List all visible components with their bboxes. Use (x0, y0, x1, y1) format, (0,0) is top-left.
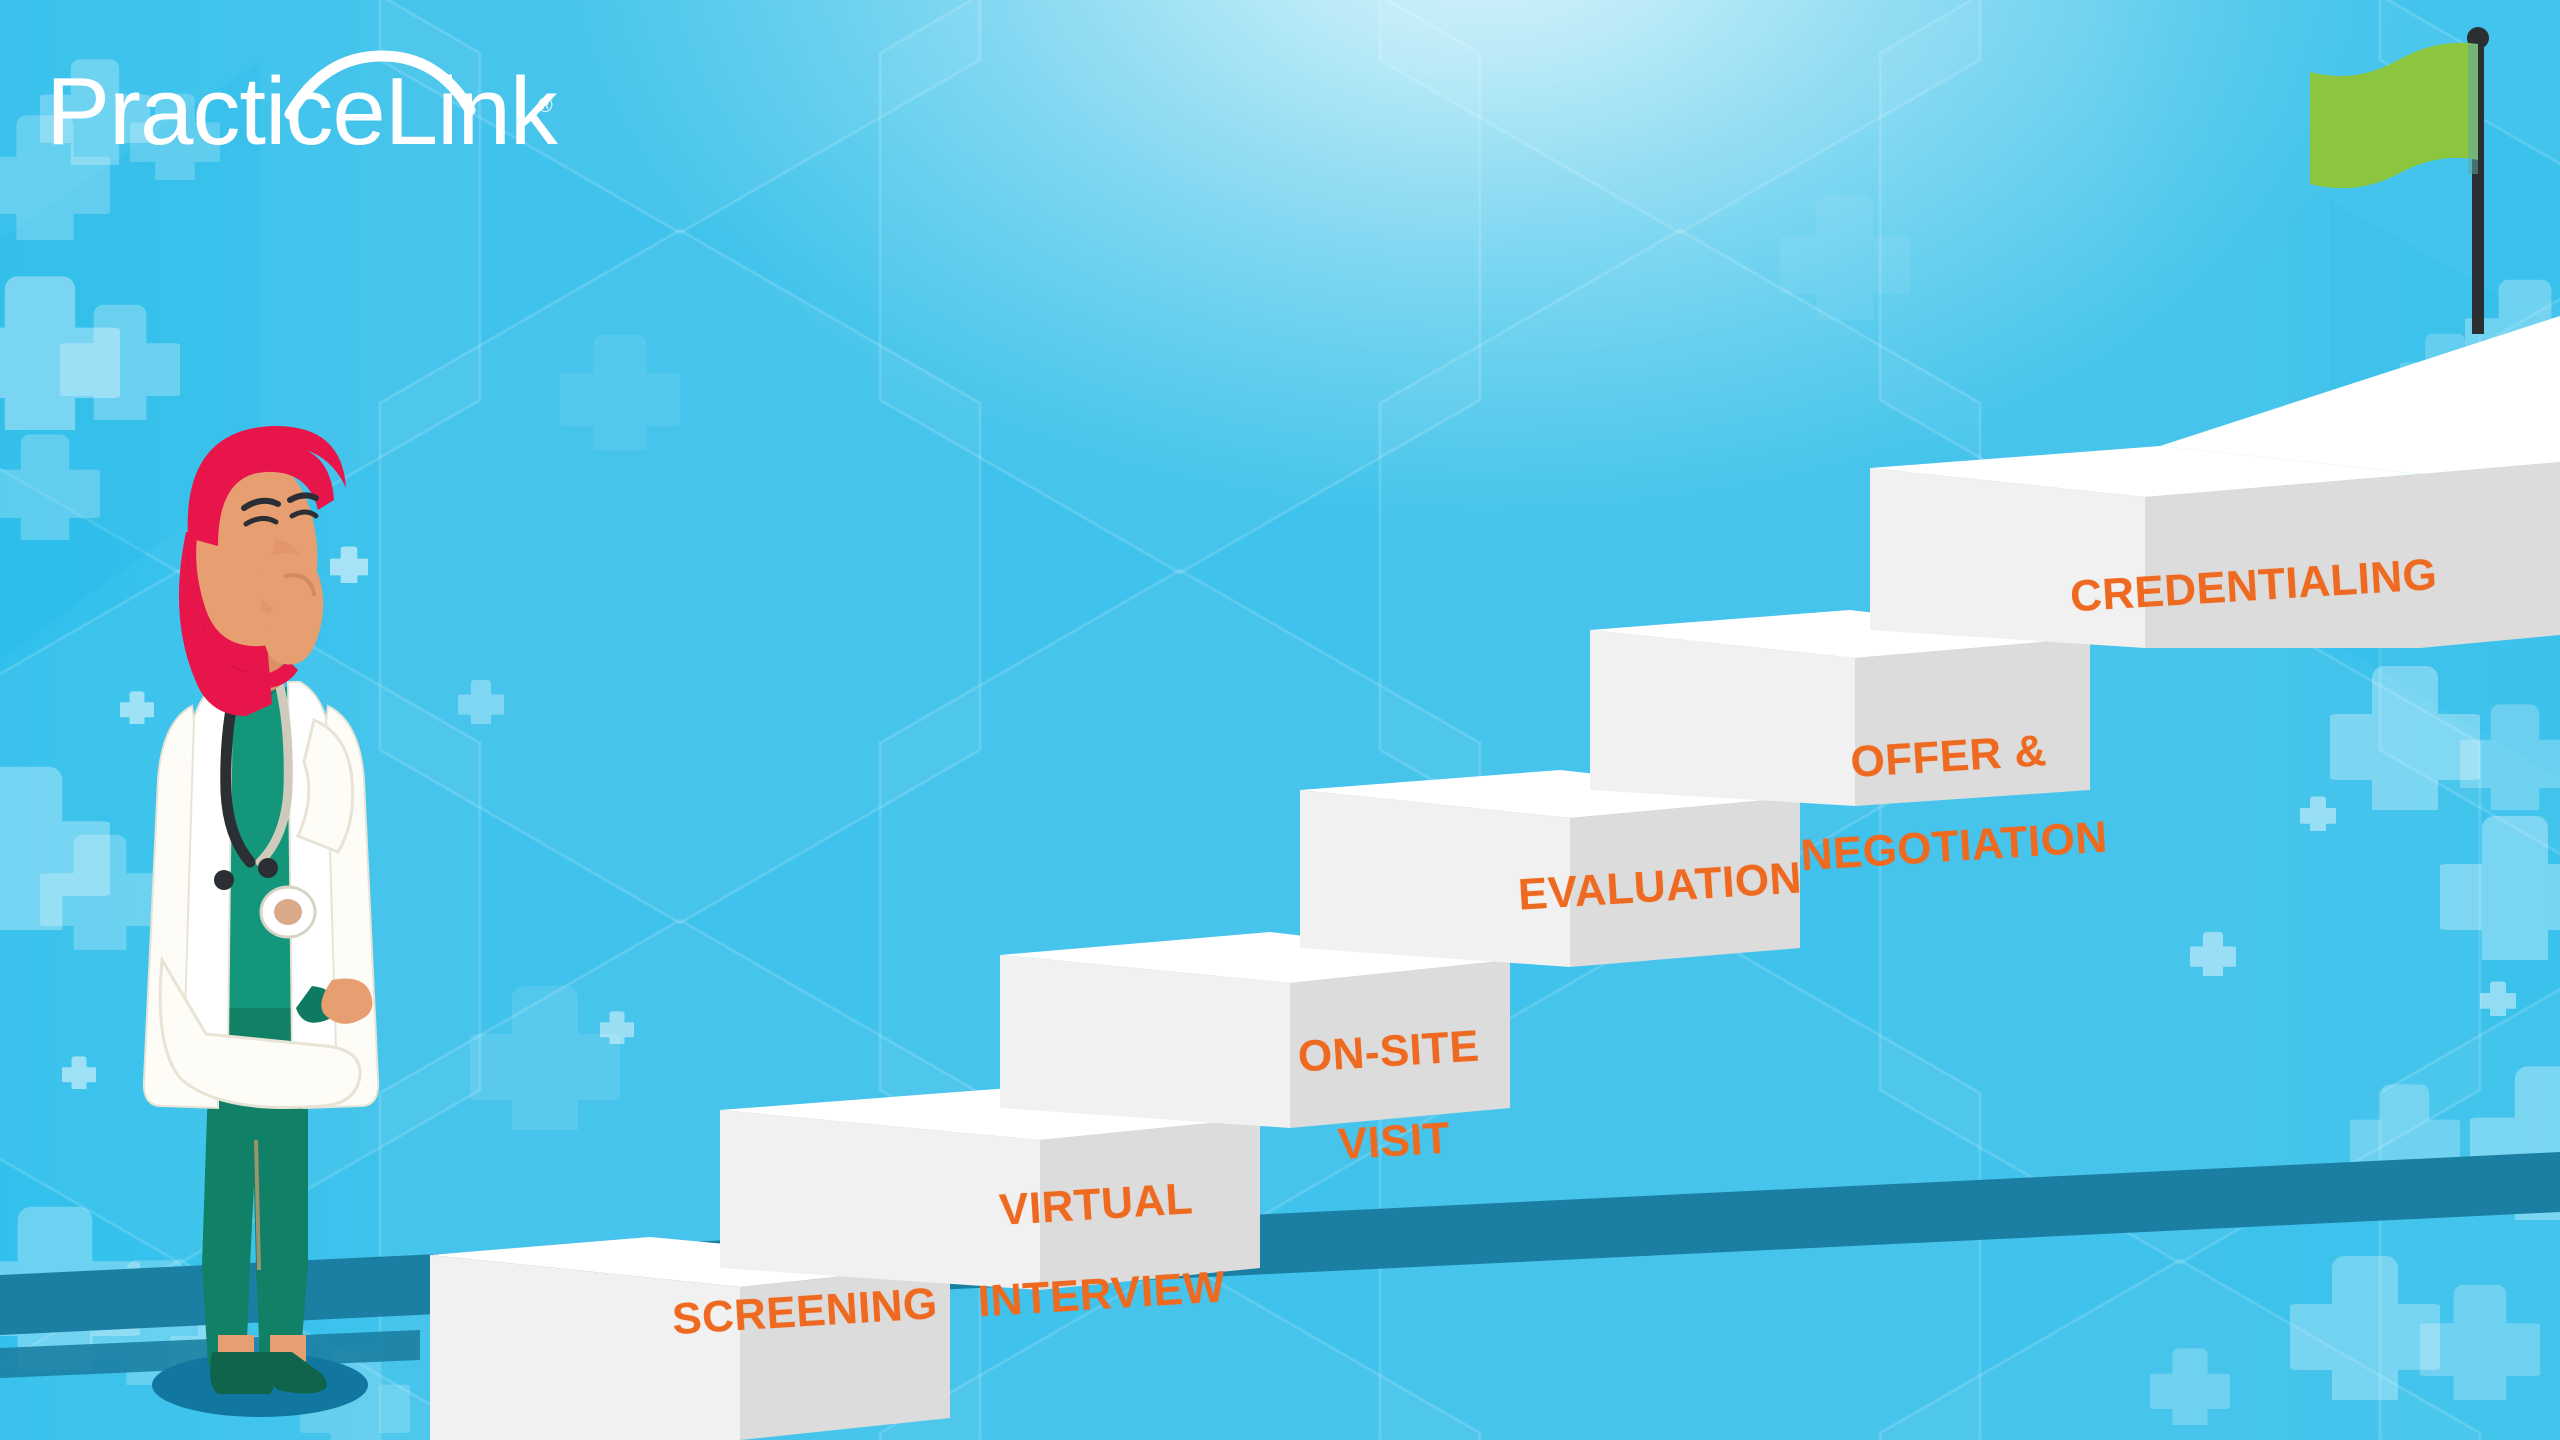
step-box-3 (1000, 932, 1510, 1128)
step-box-4 (1300, 770, 1800, 967)
goal-flag (2250, 10, 2520, 340)
label-line: VIRTUAL (997, 1174, 1195, 1235)
logo-wordmark: PracticeLink (46, 58, 559, 165)
step-label-2-line1: VIRTUAL INTERVIEW (935, 1129, 1260, 1327)
logo-arc-icon (284, 50, 476, 120)
label-line: OFFER & (1849, 725, 2048, 787)
step-label-5: OFFER & NEGOTIATION (1780, 680, 2120, 880)
label-line: ON-SITE (1296, 1021, 1481, 1082)
step-box-2 (720, 1088, 1260, 1290)
step-box-6 (1870, 316, 2560, 648)
step-label-3: ON-SITE VISIT (1235, 976, 1545, 1173)
thinking-physician (100, 420, 420, 1430)
practicelink-logo[interactable]: PracticeLink ® (44, 40, 584, 170)
logo-registered-mark: ® (538, 95, 553, 117)
step-box-5 (1590, 610, 2090, 806)
label-line: VISIT (1336, 1113, 1452, 1169)
